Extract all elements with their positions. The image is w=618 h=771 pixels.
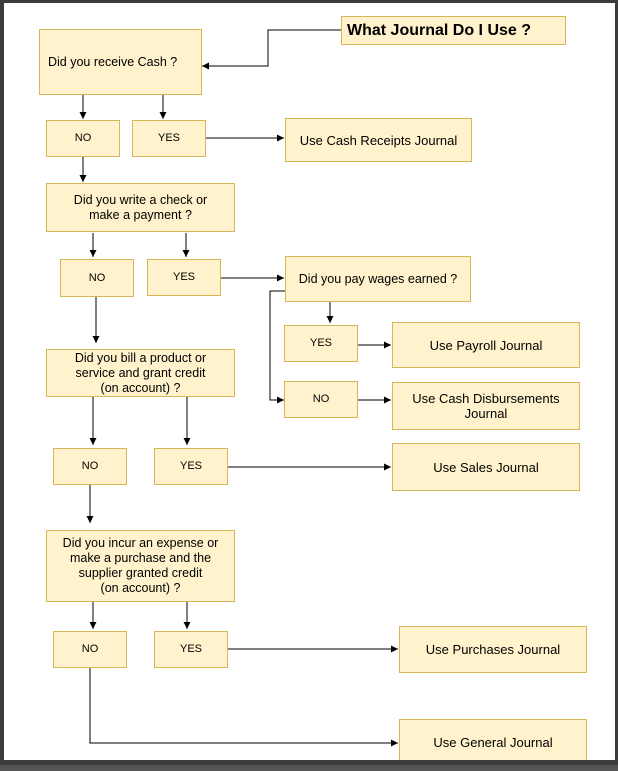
edge-title-to-q1 [202,29,341,70]
answer-no-bill: NO [53,448,127,485]
answer-yes-bill: YES [154,448,228,485]
answer-no-cash: NO [46,120,120,157]
answer-yes-cash: YES [132,120,206,157]
flowchart-connectors [79,29,398,747]
window-bottom-bar [0,765,618,771]
title-box: What Journal Do I Use ? [341,16,566,45]
result-cash-disbursements-journal: Use Cash Disbursements Journal [392,382,580,430]
question-receive-cash: Did you receive Cash ? [39,29,202,95]
result-payroll-journal: Use Payroll Journal [392,322,580,368]
question-pay-wages: Did you pay wages earned ? [285,256,471,302]
question-incur-expense: Did you incur an expense or make a purch… [46,530,235,602]
answer-no-payment: NO [60,259,134,297]
title-text: What Journal Do I Use ? [347,22,532,39]
answer-no-wages: NO [284,381,358,418]
answer-yes-payment: YES [147,259,221,296]
question-bill-product: Did you bill a product or service and gr… [46,349,235,397]
result-sales-journal: Use Sales Journal [392,443,580,491]
result-purchases-journal: Use Purchases Journal [399,626,587,673]
result-cash-receipts-journal: Use Cash Receipts Journal [285,118,472,162]
result-general-journal: Use General Journal [399,719,587,760]
answer-yes-wages: YES [284,325,358,362]
flowchart-page: What Journal Do I Use ? Did you receive … [4,3,615,760]
question-write-check: Did you write a check or make a payment … [46,183,235,232]
edge-no4-to-general [89,667,398,747]
answer-no-expense: NO [53,631,127,668]
edge-q5-to-no5 [269,290,286,404]
answer-yes-expense: YES [154,631,228,668]
